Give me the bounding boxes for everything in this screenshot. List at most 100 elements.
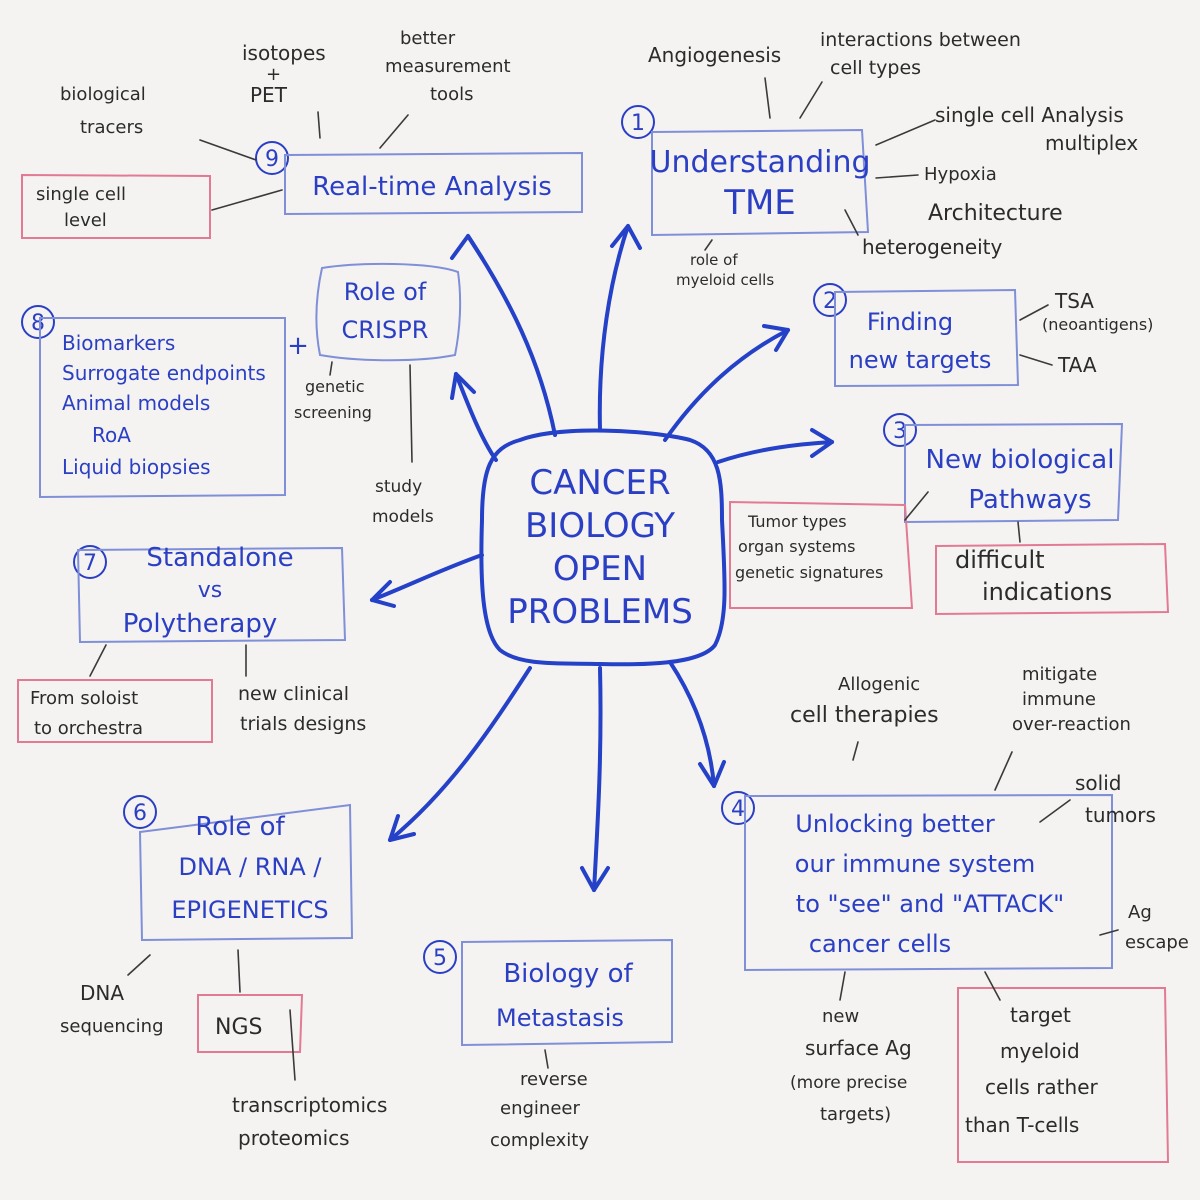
note-better-tools-2: measurement: [385, 56, 511, 77]
arrow-to-3: [716, 440, 834, 464]
topic-5: 5 Biology of Metastasis: [423, 938, 673, 1047]
ngs-box: [197, 994, 304, 1053]
crispr-line-1: Role of: [344, 278, 427, 306]
center-line-4: PROBLEMS: [507, 592, 693, 632]
topic-8-line-2: Surrogate endpoints: [62, 361, 266, 385]
note-isotopes-2: +: [266, 64, 281, 85]
note-hypoxia: Hypoxia: [924, 164, 997, 185]
note-bio-tracers-1: biological: [60, 84, 146, 105]
topic-7-line-1: Standalone: [146, 543, 293, 573]
note-mitigate-3: over-reaction: [1012, 714, 1131, 735]
topic-8-line-5: Liquid biopsies: [62, 455, 211, 479]
topic-5-number-circle: [423, 940, 457, 974]
note-ngs: NGS: [215, 1015, 262, 1040]
topic-9-number-circle: [255, 141, 289, 175]
note-tumor-1: Tumor types: [747, 512, 847, 531]
topic-5-line-1: Biology of: [503, 959, 633, 989]
arrow-to-4: [668, 660, 716, 788]
note-soloist-2: to orchestra: [34, 718, 143, 739]
arrow-to-crispr: [454, 372, 498, 462]
note-genetic-1: genetic: [305, 377, 365, 396]
note-reverse-1: reverse: [520, 1069, 588, 1090]
note-study-1: study: [375, 477, 422, 497]
note-allogenic-1: Allogenic: [838, 674, 920, 695]
note-difficult-2: indications: [982, 578, 1112, 606]
note-interactions-2: cell types: [830, 57, 921, 79]
note-reverse-2: engineer: [500, 1098, 580, 1119]
topic-8-box: [39, 317, 286, 499]
note-dna-1: DNA: [80, 981, 124, 1005]
topic-6-box: [138, 803, 354, 942]
arrow-to-2: [663, 328, 790, 442]
note-heterogeneity: heterogeneity: [862, 235, 1003, 259]
arrow-to-1: [597, 224, 630, 432]
topic-4-number: 4: [731, 797, 745, 822]
topic-6-line-1: Role of: [195, 812, 285, 842]
note-study-2: models: [372, 507, 434, 527]
topic-3-number-circle: [883, 413, 917, 447]
topic-4-line-3: to "see" and "ATTACK": [796, 890, 1064, 918]
note-interactions-1: interactions between: [820, 29, 1021, 51]
topic-5-box: [461, 938, 673, 1047]
topic-5-line-2: Metastasis: [496, 1004, 624, 1032]
arrow-to-9: [466, 234, 557, 437]
topic-6-number: 6: [133, 801, 147, 826]
topic-4: 4 Unlocking better our immune system to …: [721, 791, 1113, 972]
note-transcriptomics-2: proteomics: [238, 1126, 350, 1150]
topic-6: 6 Role of DNA / RNA / EPIGENETICS: [123, 795, 354, 942]
soloist-box: [17, 679, 213, 743]
note-clinical-1: new clinical: [238, 683, 349, 705]
topic-1-line-2: TME: [723, 183, 796, 223]
note-surface-ag-4: targets): [820, 1104, 891, 1125]
note-reverse-3: complexity: [490, 1130, 589, 1151]
note-single-cell-level-1: single cell: [36, 184, 126, 205]
center-box: [479, 428, 727, 667]
topic-2-box: [834, 288, 1020, 388]
note-genetic-2: screening: [294, 403, 372, 422]
note-mitigate-1: mitigate: [1022, 664, 1097, 685]
topic-6-line-2: DNA / RNA /: [179, 853, 323, 881]
topic-8-number-circle: [21, 305, 55, 339]
note-surface-ag-3: (more precise: [790, 1073, 907, 1093]
topic-6-line-3: EPIGENETICS: [171, 896, 328, 924]
note-solid-2: tumors: [1085, 803, 1156, 827]
note-isotopes-1: isotopes: [242, 41, 326, 65]
note-taa: TAA: [1057, 353, 1097, 377]
topic-9-number: 9: [265, 147, 279, 172]
arrow-to-7: [370, 553, 484, 602]
note-tsa-2: (neoantigens): [1042, 315, 1153, 334]
notes: Angiogenesis interactions between cell t…: [17, 28, 1189, 1163]
topic-3-line-1: New biological: [926, 445, 1115, 475]
note-surface-ag-1: new: [822, 1006, 859, 1027]
note-soloist-1: From soloist: [30, 688, 138, 709]
center-line-2: BIOLOGY: [525, 506, 675, 546]
topic-1-box: [651, 128, 870, 237]
topic-8-line-1: Biomarkers: [62, 331, 175, 355]
topic-3-line-2: Pathways: [968, 485, 1091, 515]
crispr-plus: +: [287, 331, 309, 361]
topic-1: 1 Understanding TME: [621, 105, 871, 237]
topic-1-number-circle: [621, 105, 655, 139]
topic-3: 3 New biological Pathways: [883, 413, 1124, 524]
note-target-2: myeloid: [1000, 1039, 1080, 1063]
crispr-box: [315, 262, 462, 362]
target-myeloid-box: [957, 987, 1170, 1163]
note-transcriptomics-1: transcriptomics: [232, 1093, 387, 1117]
topic-7-number: 7: [83, 551, 97, 576]
topic-8-line-4: RoA: [92, 423, 131, 447]
note-mitigate-2: immune: [1022, 689, 1096, 710]
note-bio-tracers-2: tracers: [80, 117, 143, 138]
topic-7-number-circle: [73, 545, 107, 579]
center-title: CANCER BIOLOGY OPEN PROBLEMS: [507, 463, 693, 632]
topic-2-line-2: new targets: [849, 346, 992, 374]
center-line-3: OPEN: [553, 549, 647, 589]
note-tsa-1: TSA: [1054, 289, 1094, 313]
crispr-line-2: CRISPR: [342, 316, 429, 344]
single-cell-level-box: [21, 173, 211, 239]
topic-9-box: [284, 151, 583, 216]
note-architecture: Architecture: [928, 201, 1063, 226]
arrow-to-6: [388, 666, 532, 842]
topic-3-box: [904, 422, 1124, 524]
topic-9: 9 Real-time Analysis: [255, 141, 583, 216]
topic-2: 2 Finding new targets: [813, 283, 1020, 388]
